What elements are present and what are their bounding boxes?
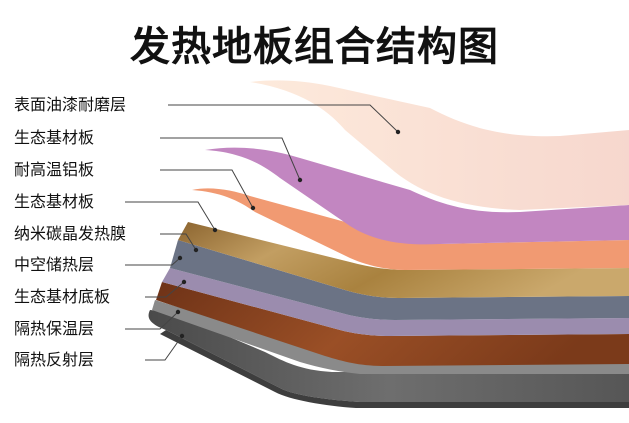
- diagram-title: 发热地板组合结构图: [130, 24, 499, 70]
- leader-line: [125, 311, 179, 330]
- leader-dot: [175, 309, 181, 315]
- leader-line: [168, 104, 399, 133]
- layer-label-wear: 表面油漆耐磨层: [14, 95, 127, 114]
- leader-dot: [250, 205, 256, 211]
- layer-base-board: [156, 282, 629, 366]
- layer-label-eco-board: 生态基材板: [14, 128, 95, 147]
- leader-lines: [125, 104, 399, 361]
- layer-wood-board: [178, 222, 629, 298]
- layer-purple-board: [205, 147, 629, 245]
- leader-line: [160, 169, 254, 209]
- leader-dot: [395, 129, 401, 135]
- layer-label-heat-storage: 中空储热层: [14, 255, 95, 274]
- layer-insulation: [152, 300, 629, 374]
- layer-label-insulation: 隔热保温层: [14, 319, 95, 338]
- leader-dot: [179, 333, 185, 339]
- layer-heating-film: [170, 240, 629, 320]
- leader-dot: [181, 279, 187, 285]
- leader-dot: [212, 227, 218, 233]
- layer-wear: [250, 80, 629, 210]
- layer-aluminium: [192, 188, 629, 270]
- leader-line: [125, 257, 181, 266]
- layer-label-heating-film: 纳米碳晶发热膜: [14, 224, 127, 243]
- leader-line: [160, 233, 197, 251]
- layer-heat-storage: [162, 268, 629, 336]
- layer-reflective: [148, 310, 629, 402]
- layer-label-eco-board-2: 生态基材板: [14, 192, 95, 211]
- layer-label-base-board: 生态基材底板: [14, 287, 111, 306]
- leader-dot: [193, 247, 199, 253]
- leader-line: [125, 201, 216, 231]
- layer-reflective-edge: [160, 330, 629, 408]
- layer-label-aluminium: 耐高温铝板: [14, 160, 95, 179]
- leader-line: [145, 281, 185, 298]
- leader-line: [145, 335, 183, 361]
- layer-label-reflective: 隔热反射层: [14, 350, 95, 369]
- leader-line: [160, 137, 301, 181]
- leader-dots: [175, 129, 401, 339]
- leader-dot: [297, 177, 303, 183]
- leader-dot: [177, 255, 183, 261]
